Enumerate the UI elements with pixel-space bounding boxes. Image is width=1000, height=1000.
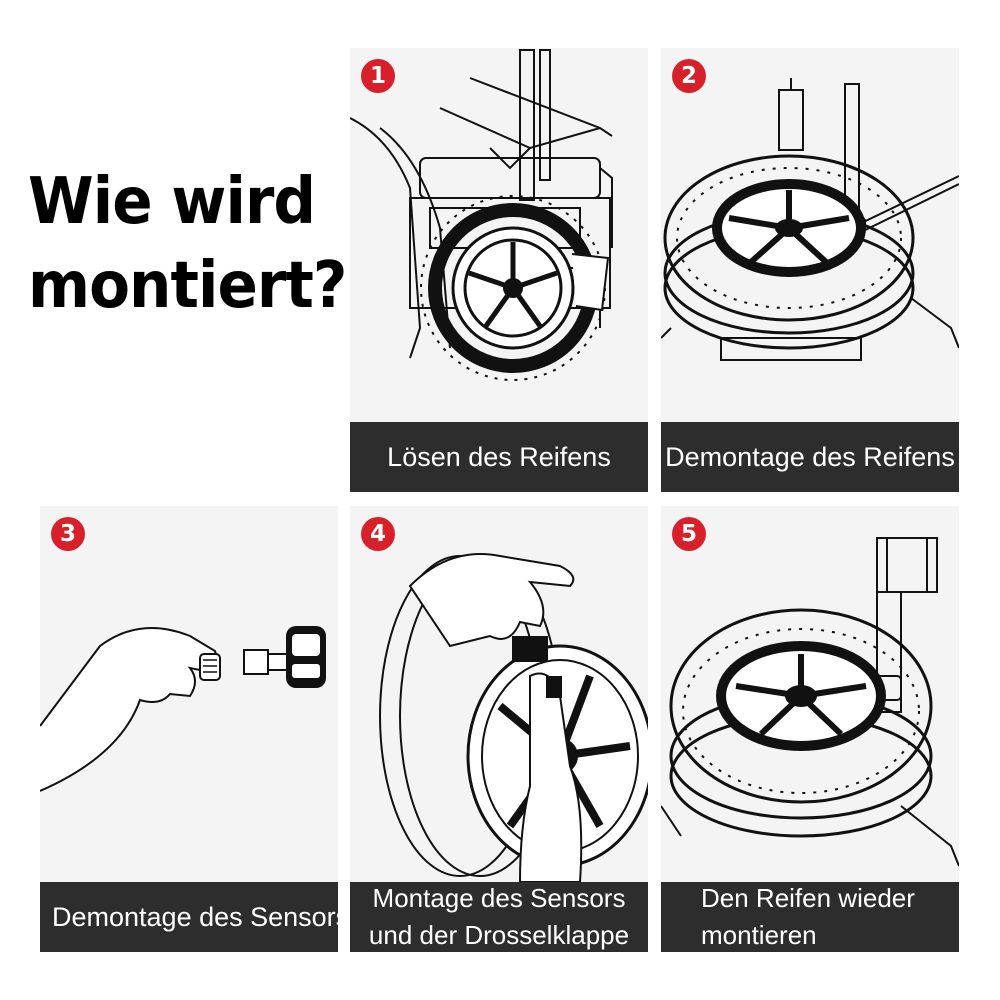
step-caption: Lösen des Reifens — [350, 422, 648, 492]
step-caption-text: Demontage des Reifens — [665, 442, 955, 472]
step-number-badge: 3 — [51, 517, 85, 551]
step-caption-line-1: Den Reifen wieder — [701, 883, 915, 913]
step-caption-line-2: montieren — [701, 920, 817, 950]
step-number-badge: 4 — [361, 517, 395, 551]
step-caption: Montage des Sensors und der Drosselklapp… — [350, 882, 648, 952]
step-caption-line-2: und der Drosselklappe — [368, 920, 630, 950]
step-2-panel: 2 Demontage des Reifens — [661, 48, 959, 492]
step-caption-text: Demontage des Sensors — [52, 902, 338, 932]
step-5-panel: 5 Den Reifen wieder montieren — [661, 506, 959, 952]
step-number-badge: 5 — [672, 517, 706, 551]
step-caption: Demontage des Sensors — [40, 882, 338, 952]
step-4-panel: 4 Montage des Sensors und der Drosselkla… — [350, 506, 648, 952]
tire-mounting-illustration — [661, 537, 959, 867]
step-caption: Den Reifen wieder montieren — [661, 882, 959, 952]
step-caption-text: Lösen des Reifens — [387, 442, 611, 472]
page-title: Wie wird montiert? — [28, 160, 348, 328]
tire-removal-illustration — [661, 78, 959, 361]
tire-changer-machine-illustration — [350, 49, 613, 381]
step-1-panel: 1 Lösen des Reifens — [350, 48, 648, 492]
sensor-mounting-illustration — [379, 553, 648, 882]
title-line-2: montiert? — [28, 249, 347, 323]
step-number-badge: 2 — [672, 59, 706, 93]
step-caption: Demontage des Reifens — [661, 422, 959, 492]
step-caption-line-1: Montage des Sensors — [372, 883, 626, 913]
title-line-1: Wie wird — [28, 165, 316, 239]
sensor-removal-illustration — [40, 626, 326, 792]
step-number-badge: 1 — [361, 59, 395, 93]
step-3-panel: 3 Demontage des Sensors — [40, 506, 338, 952]
